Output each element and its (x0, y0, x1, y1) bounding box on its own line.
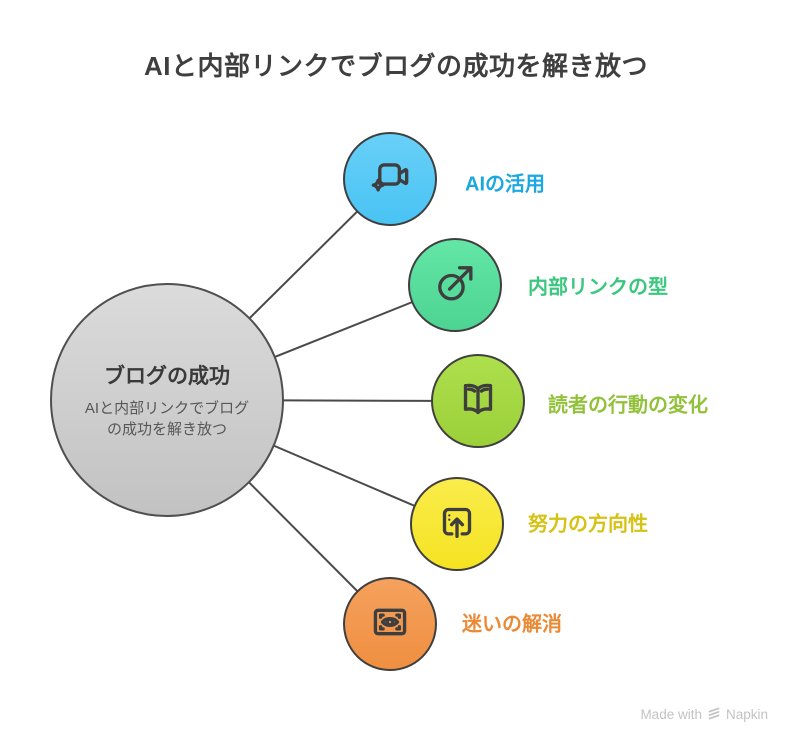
napkin-logo-icon (707, 706, 721, 723)
node-circle-links (408, 238, 502, 332)
video-camera-sparkle-icon (365, 152, 415, 207)
open-book-icon (453, 374, 503, 429)
node-circle-readers (431, 354, 525, 448)
napkin-watermark-link[interactable]: Made with Napkin (640, 706, 768, 723)
node-circle-effort (410, 477, 504, 571)
node-label-ai: AIの活用 (465, 173, 545, 196)
node-circle-ai (343, 132, 437, 226)
circle-arrow-icon (430, 258, 480, 313)
center-node-subtitle: AIと内部リンクでブログ の成功を解き放つ (85, 399, 249, 440)
center-node-title: ブログの成功 (104, 364, 230, 388)
page-title: AIと内部リンクでブログの成功を解き放つ (143, 51, 648, 81)
upload-box-icon (432, 497, 482, 552)
watermark-brand: Napkin (725, 707, 768, 722)
eye-scan-icon (365, 597, 415, 652)
node-circle-clarity (343, 577, 437, 671)
node-label-links: 内部リンクの型 (528, 276, 668, 299)
watermark-prefix: Made with (640, 707, 702, 722)
node-label-readers: 読者の行動の変化 (548, 394, 708, 417)
node-label-effort: 努力の方向性 (528, 513, 648, 536)
center-node-circle: ブログの成功 AIと内部リンクでブログ の成功を解き放つ (50, 283, 284, 517)
node-label-clarity: 迷いの解消 (462, 613, 562, 636)
center-node-subtitle-line1: AIと内部リンクでブログ (84, 399, 250, 417)
center-node-subtitle-line2: の成功を解き放つ (106, 420, 227, 438)
